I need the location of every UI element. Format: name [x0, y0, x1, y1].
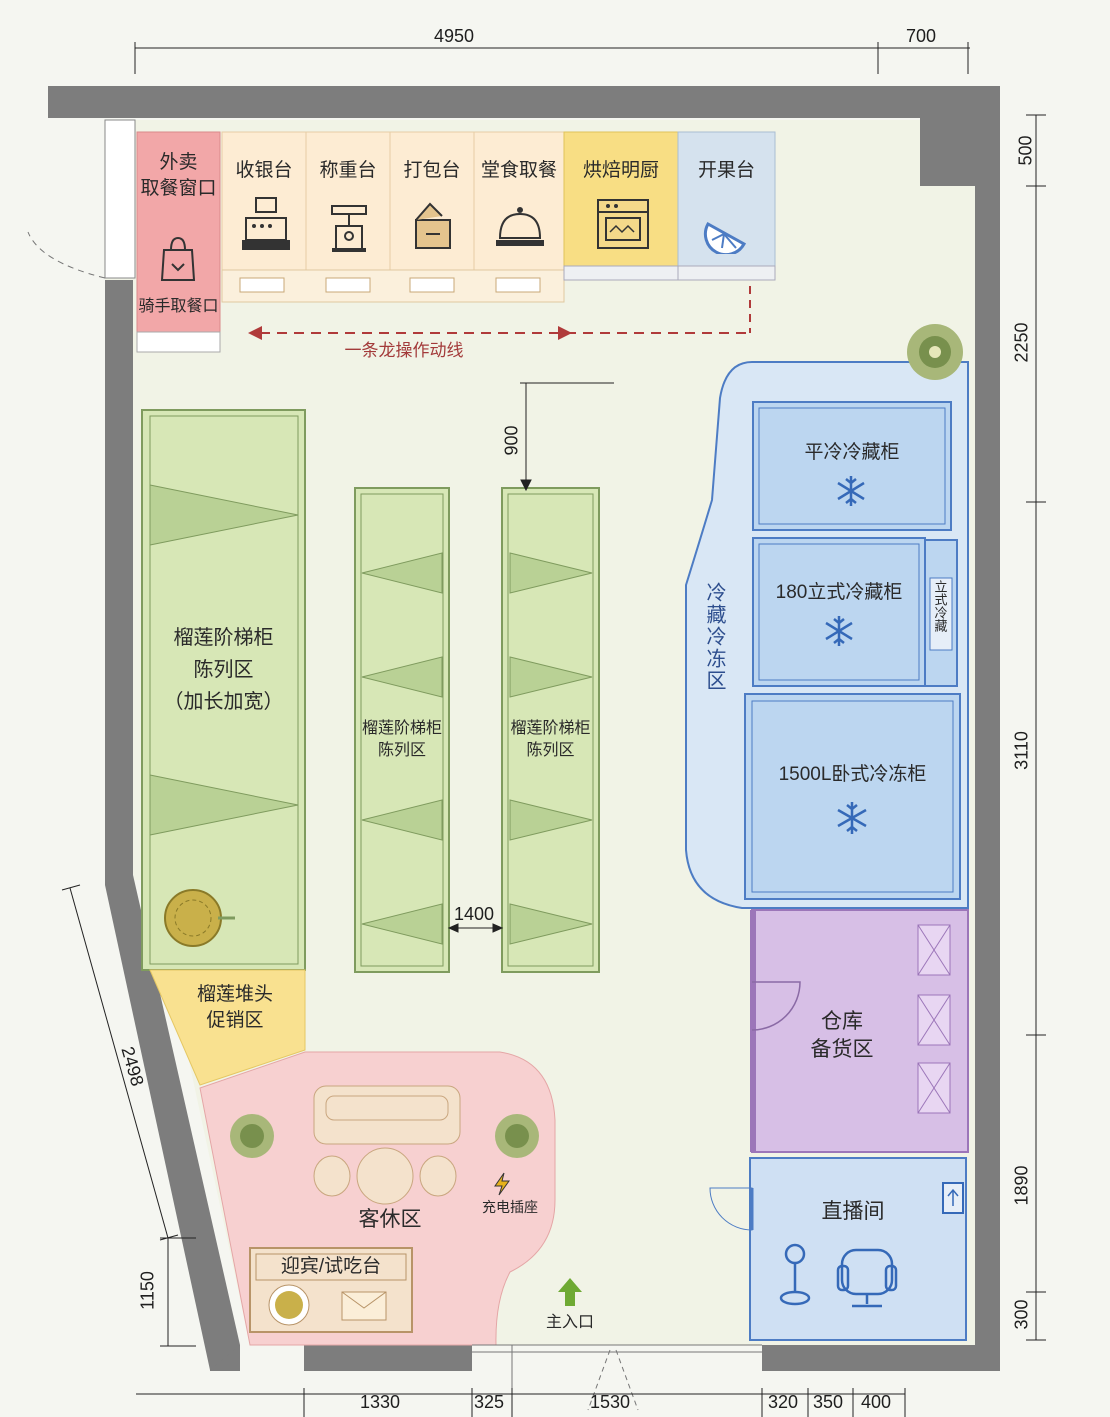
- dim-bottom-320: 320: [768, 1392, 799, 1412]
- upright-180-label: 180立式冷藏柜: [775, 582, 903, 603]
- ring-light-icon: [778, 1242, 812, 1313]
- live-room-door: [709, 1187, 753, 1231]
- cash-register-icon: [240, 196, 290, 259]
- dim-left-1150: 1150: [137, 1271, 158, 1310]
- durian-promo-zone: [149, 969, 306, 1086]
- dim-right-2250: 2250: [1011, 322, 1032, 363]
- counter-label-cashier: 收银台: [235, 160, 293, 181]
- dim-right-300: 300: [1011, 1299, 1032, 1330]
- charging-label: 充电插座: [482, 1199, 538, 1215]
- food-cloche-icon: [494, 206, 546, 255]
- walls: [48, 86, 1000, 1371]
- freezer-1500: [744, 693, 961, 900]
- cold-zone-label: 冷藏冷冻区: [703, 582, 725, 692]
- plant-top-right: [907, 324, 963, 380]
- durian-ladder-1-label: 榴莲阶梯柜 陈列区: [361, 720, 442, 759]
- shopping-bag-icon: [158, 236, 198, 287]
- welcome-label: 迎宾/试吃台: [280, 1256, 382, 1277]
- scale-icon: [328, 204, 370, 259]
- dim-inner-1400: 1400: [454, 904, 495, 924]
- entrance-label: 主入口: [545, 1314, 594, 1331]
- upright-fridge-180: [752, 537, 926, 687]
- lightning-icon: [493, 1172, 511, 1201]
- outlet-icon: [942, 1182, 964, 1219]
- dim-bottom-325: 325: [474, 1392, 505, 1412]
- flat-fridge: [752, 401, 952, 531]
- plant-lounge-right: [495, 1114, 539, 1158]
- warehouse-label: 仓库 备货区: [810, 1010, 874, 1062]
- dim-top-4950: 4950: [434, 26, 475, 46]
- counter-label-pack: 打包台: [403, 160, 461, 181]
- counter-label-scale: 称重台: [319, 160, 377, 181]
- warehouse-door: [751, 981, 801, 1031]
- package-box-icon: [410, 200, 456, 257]
- dim-bottom-400: 400: [861, 1392, 892, 1412]
- counter-label-fruit: 开果台: [697, 160, 755, 181]
- oven-icon: [596, 198, 650, 255]
- door-swing: [27, 231, 106, 279]
- lounge-label: 客休区: [358, 1208, 422, 1231]
- durian-ladder-long-cabinet: [141, 409, 306, 971]
- takeout-window-block: [136, 131, 221, 333]
- rider-pickup-label: 骑手取餐口: [138, 298, 219, 315]
- entrance-arrow-icon: [558, 1278, 582, 1306]
- counter-label-bake: 烘焙明厨: [582, 160, 659, 181]
- dim-bottom-1530: 1530: [590, 1392, 631, 1412]
- dim-top-700: 700: [906, 26, 937, 46]
- takeout-window-label: 外卖 取餐窗口: [140, 152, 217, 199]
- chair-icon: [836, 1246, 898, 1315]
- sofa: [313, 1085, 461, 1205]
- durian-ladder-cabinet-1: [354, 487, 450, 973]
- window-frame: [104, 119, 136, 279]
- flat-fridge-label: 平冷冷藏柜: [804, 442, 900, 463]
- warehouse-shelves: [917, 924, 951, 1114]
- dim-inner-900: 900: [501, 425, 522, 456]
- dim-right-1890: 1890: [1011, 1165, 1032, 1206]
- snowflake-icon: [834, 474, 868, 513]
- durian-ladder-2-label: 榴莲阶梯柜 陈列区: [510, 720, 591, 759]
- durian-ladder-cabinet-2: [501, 487, 600, 973]
- durian-fruit-decor: [164, 889, 235, 947]
- snowflake-icon: [834, 800, 870, 841]
- dim-bottom-350: 350: [813, 1392, 844, 1412]
- counter-row: [221, 131, 776, 303]
- freezer-1500-label: 1500L卧式冷冻柜: [778, 764, 927, 785]
- plant-lounge-left: [230, 1114, 274, 1158]
- workflow-arrow: [248, 286, 751, 340]
- entrance-door: [472, 1344, 762, 1417]
- upright-small-label: 立式冷藏: [932, 580, 948, 632]
- durian-promo-label: 榴莲堆头 促销区: [196, 984, 273, 1031]
- snowflake-icon: [822, 614, 856, 653]
- dim-bottom-1330: 1330: [360, 1392, 401, 1412]
- counter-label-dine: 堂食取餐: [480, 160, 557, 181]
- dim-right-3110: 3110: [1011, 731, 1032, 770]
- durian-ladder-long-label: 榴莲阶梯柜 陈列区 （加长加宽）: [163, 627, 284, 713]
- workflow-label: 一条龙操作动线: [344, 341, 464, 360]
- envelope: [341, 1291, 387, 1321]
- dim-right-500: 500: [1015, 135, 1036, 166]
- inner-dimension-lines: [447, 382, 614, 933]
- dimension-lines: [61, 42, 1046, 1417]
- fruit-slice-icon: [702, 206, 750, 259]
- live-room-label: 直播间: [821, 1200, 885, 1223]
